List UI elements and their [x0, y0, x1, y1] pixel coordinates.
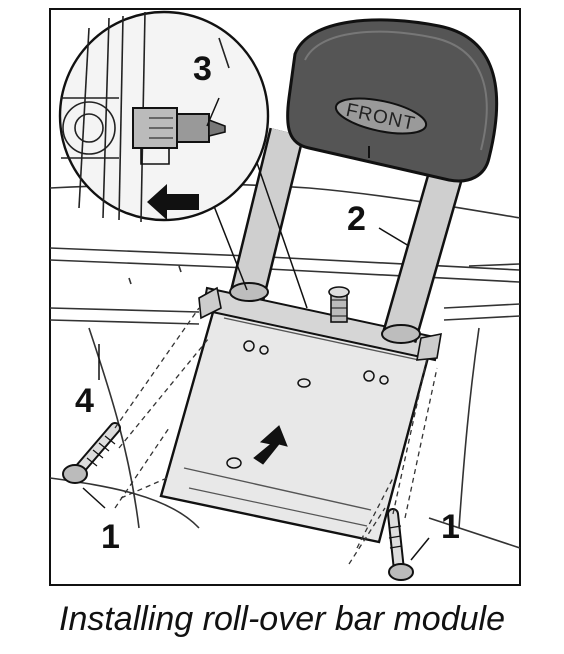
- front-label-badge: [334, 97, 428, 135]
- bolt-left: [62, 422, 121, 484]
- disconnect-arrow-icon: [147, 184, 199, 220]
- figure-caption: Installing roll-over bar module: [59, 600, 505, 638]
- rollover-bar: [229, 127, 465, 344]
- assembly-guide-lines: [114, 307, 438, 565]
- connector-detail-inset: [58, 10, 308, 309]
- bolt-right: [387, 508, 414, 581]
- callout-bolt-left: 1: [101, 518, 120, 556]
- callout-bar: 2: [347, 200, 366, 238]
- callout-leaders: [82, 97, 430, 561]
- headrest: FRONT: [286, 18, 499, 183]
- callout-bolt-right: 1: [441, 508, 460, 546]
- install-direction-arrow-icon: [253, 425, 288, 465]
- module-plate: [159, 286, 442, 544]
- rollover-bar-illustration: FRONT: [49, 8, 521, 586]
- callout-module: 4: [75, 382, 94, 420]
- callout-connector: 3: [193, 50, 212, 88]
